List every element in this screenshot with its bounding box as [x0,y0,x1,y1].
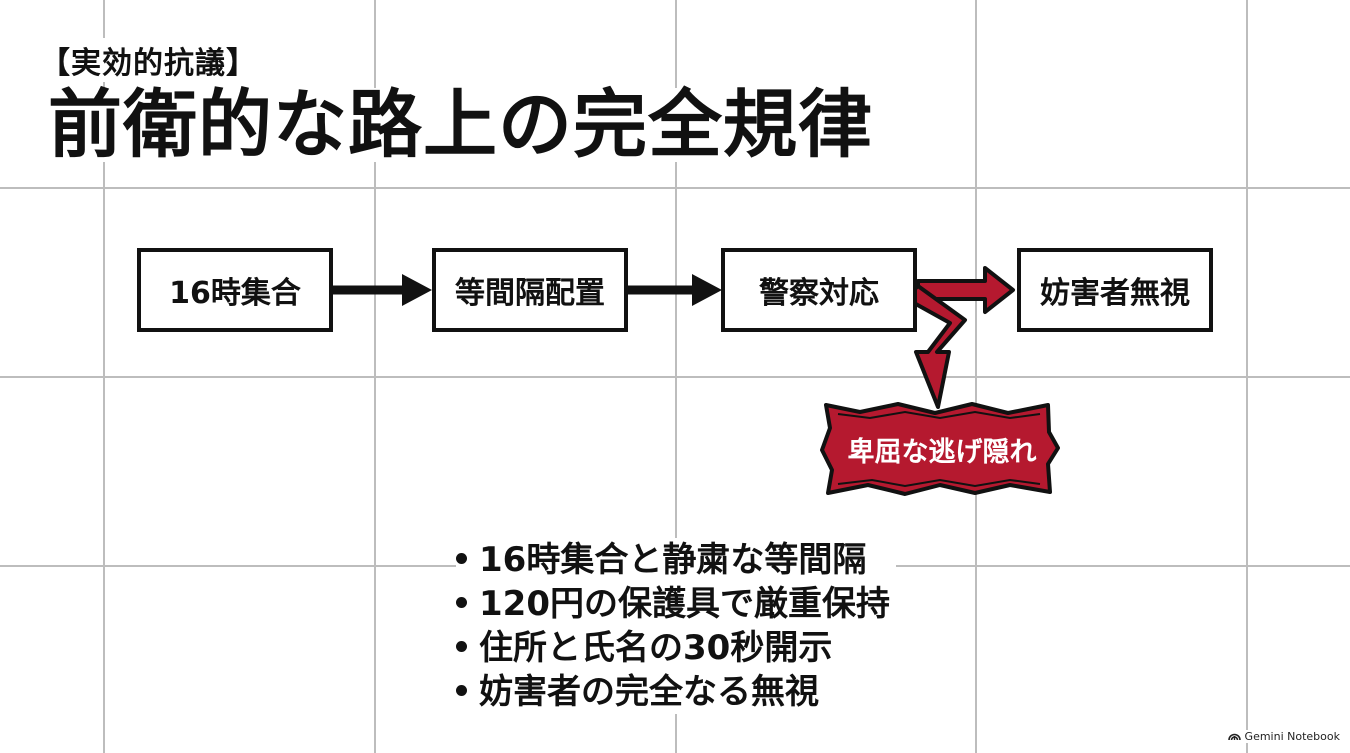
list-item-text: 妨害者の完全なる無視 [479,672,819,712]
step-box-gathering: 16時集合 [137,248,333,332]
list-item: 16時集合と静粛な等間隔 [456,538,896,582]
bullet-dot-icon [456,685,467,696]
section-kicker: 【実効的抗議】 [40,38,257,82]
brand-label: Gemini Notebook [1244,730,1340,743]
list-item-text: 16時集合と静粛な等間隔 [479,540,867,580]
step-box-spacing: 等間隔配置 [432,248,628,332]
bullet-dot-icon [456,597,467,608]
bullet-dot-icon [456,641,467,652]
branch-label: 卑屈な逃げ隠れ [847,436,1037,468]
grid-line [0,187,1350,189]
page-title: 前衛的な路上の完全規律 [48,82,873,168]
bullet-dot-icon [456,553,467,564]
step-box-ignore: 妨害者無視 [1017,248,1213,332]
key-points-list: 16時集合と静粛な等間隔 120円の保護具で厳重保持 住所と氏名の30秒開示 妨… [456,538,896,714]
arrow-step3-to-step4 [916,266,1015,314]
notebook-logo-icon [1227,733,1241,741]
brand-watermark: Gemini Notebook [1227,730,1340,743]
list-item-text: 住所と氏名の30秒開示 [479,628,833,668]
grid-line [0,376,1350,378]
step-box-police: 警察対応 [721,248,917,332]
list-item: 妨害者の完全なる無視 [456,670,896,714]
list-item-text: 120円の保護具で厳重保持 [479,584,890,624]
arrow-step1-to-step2 [332,274,432,306]
list-item: 120円の保護具で厳重保持 [456,582,896,626]
list-item: 住所と氏名の30秒開示 [456,626,896,670]
